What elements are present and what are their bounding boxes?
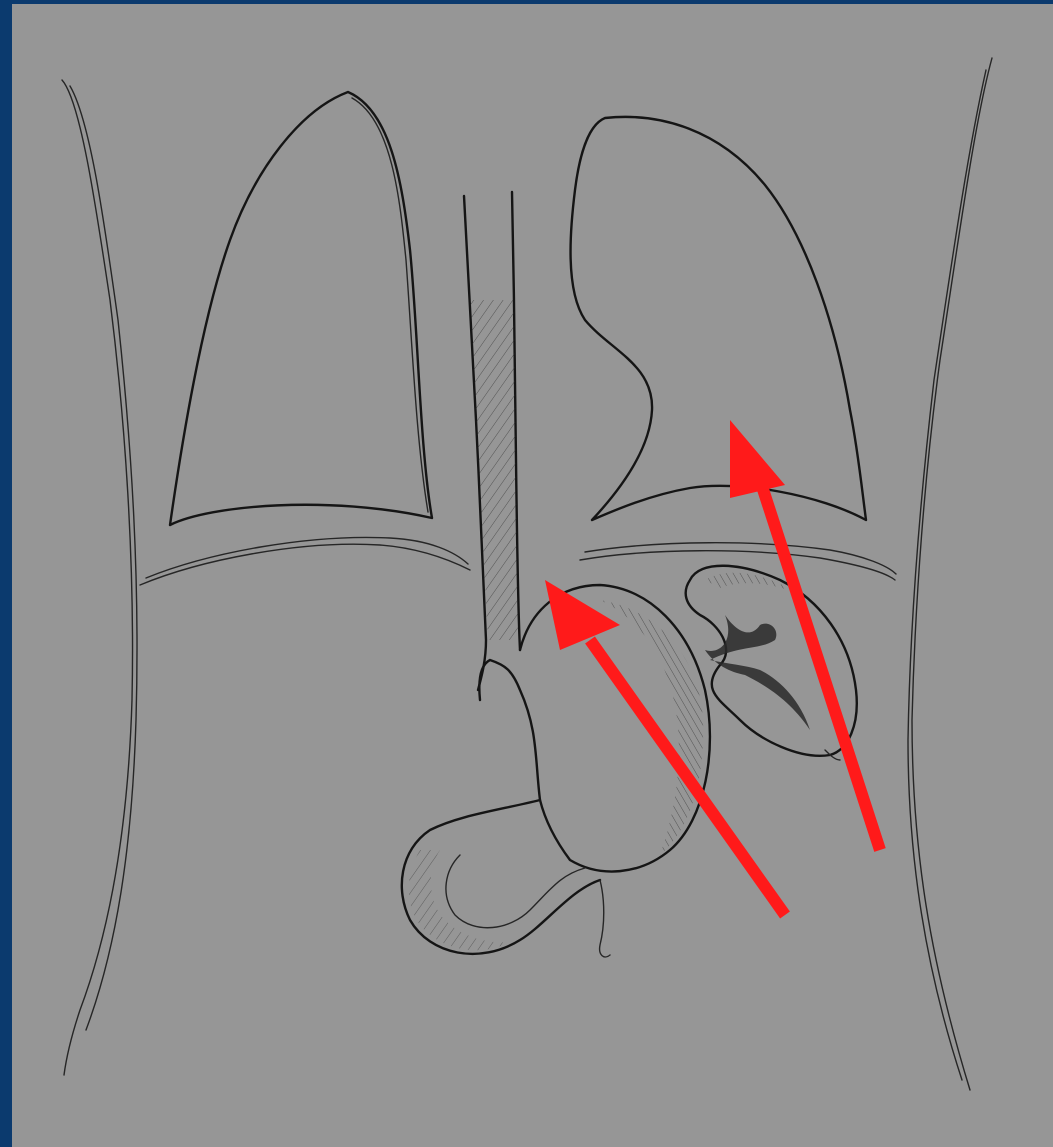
- esophagus: [464, 192, 520, 690]
- right-lung: [170, 92, 432, 525]
- stomach: [402, 585, 710, 957]
- spleen: [686, 566, 857, 760]
- torso-right-outline: [908, 58, 992, 1090]
- torso-left-outline: [62, 80, 137, 1075]
- left-lung: [571, 117, 866, 520]
